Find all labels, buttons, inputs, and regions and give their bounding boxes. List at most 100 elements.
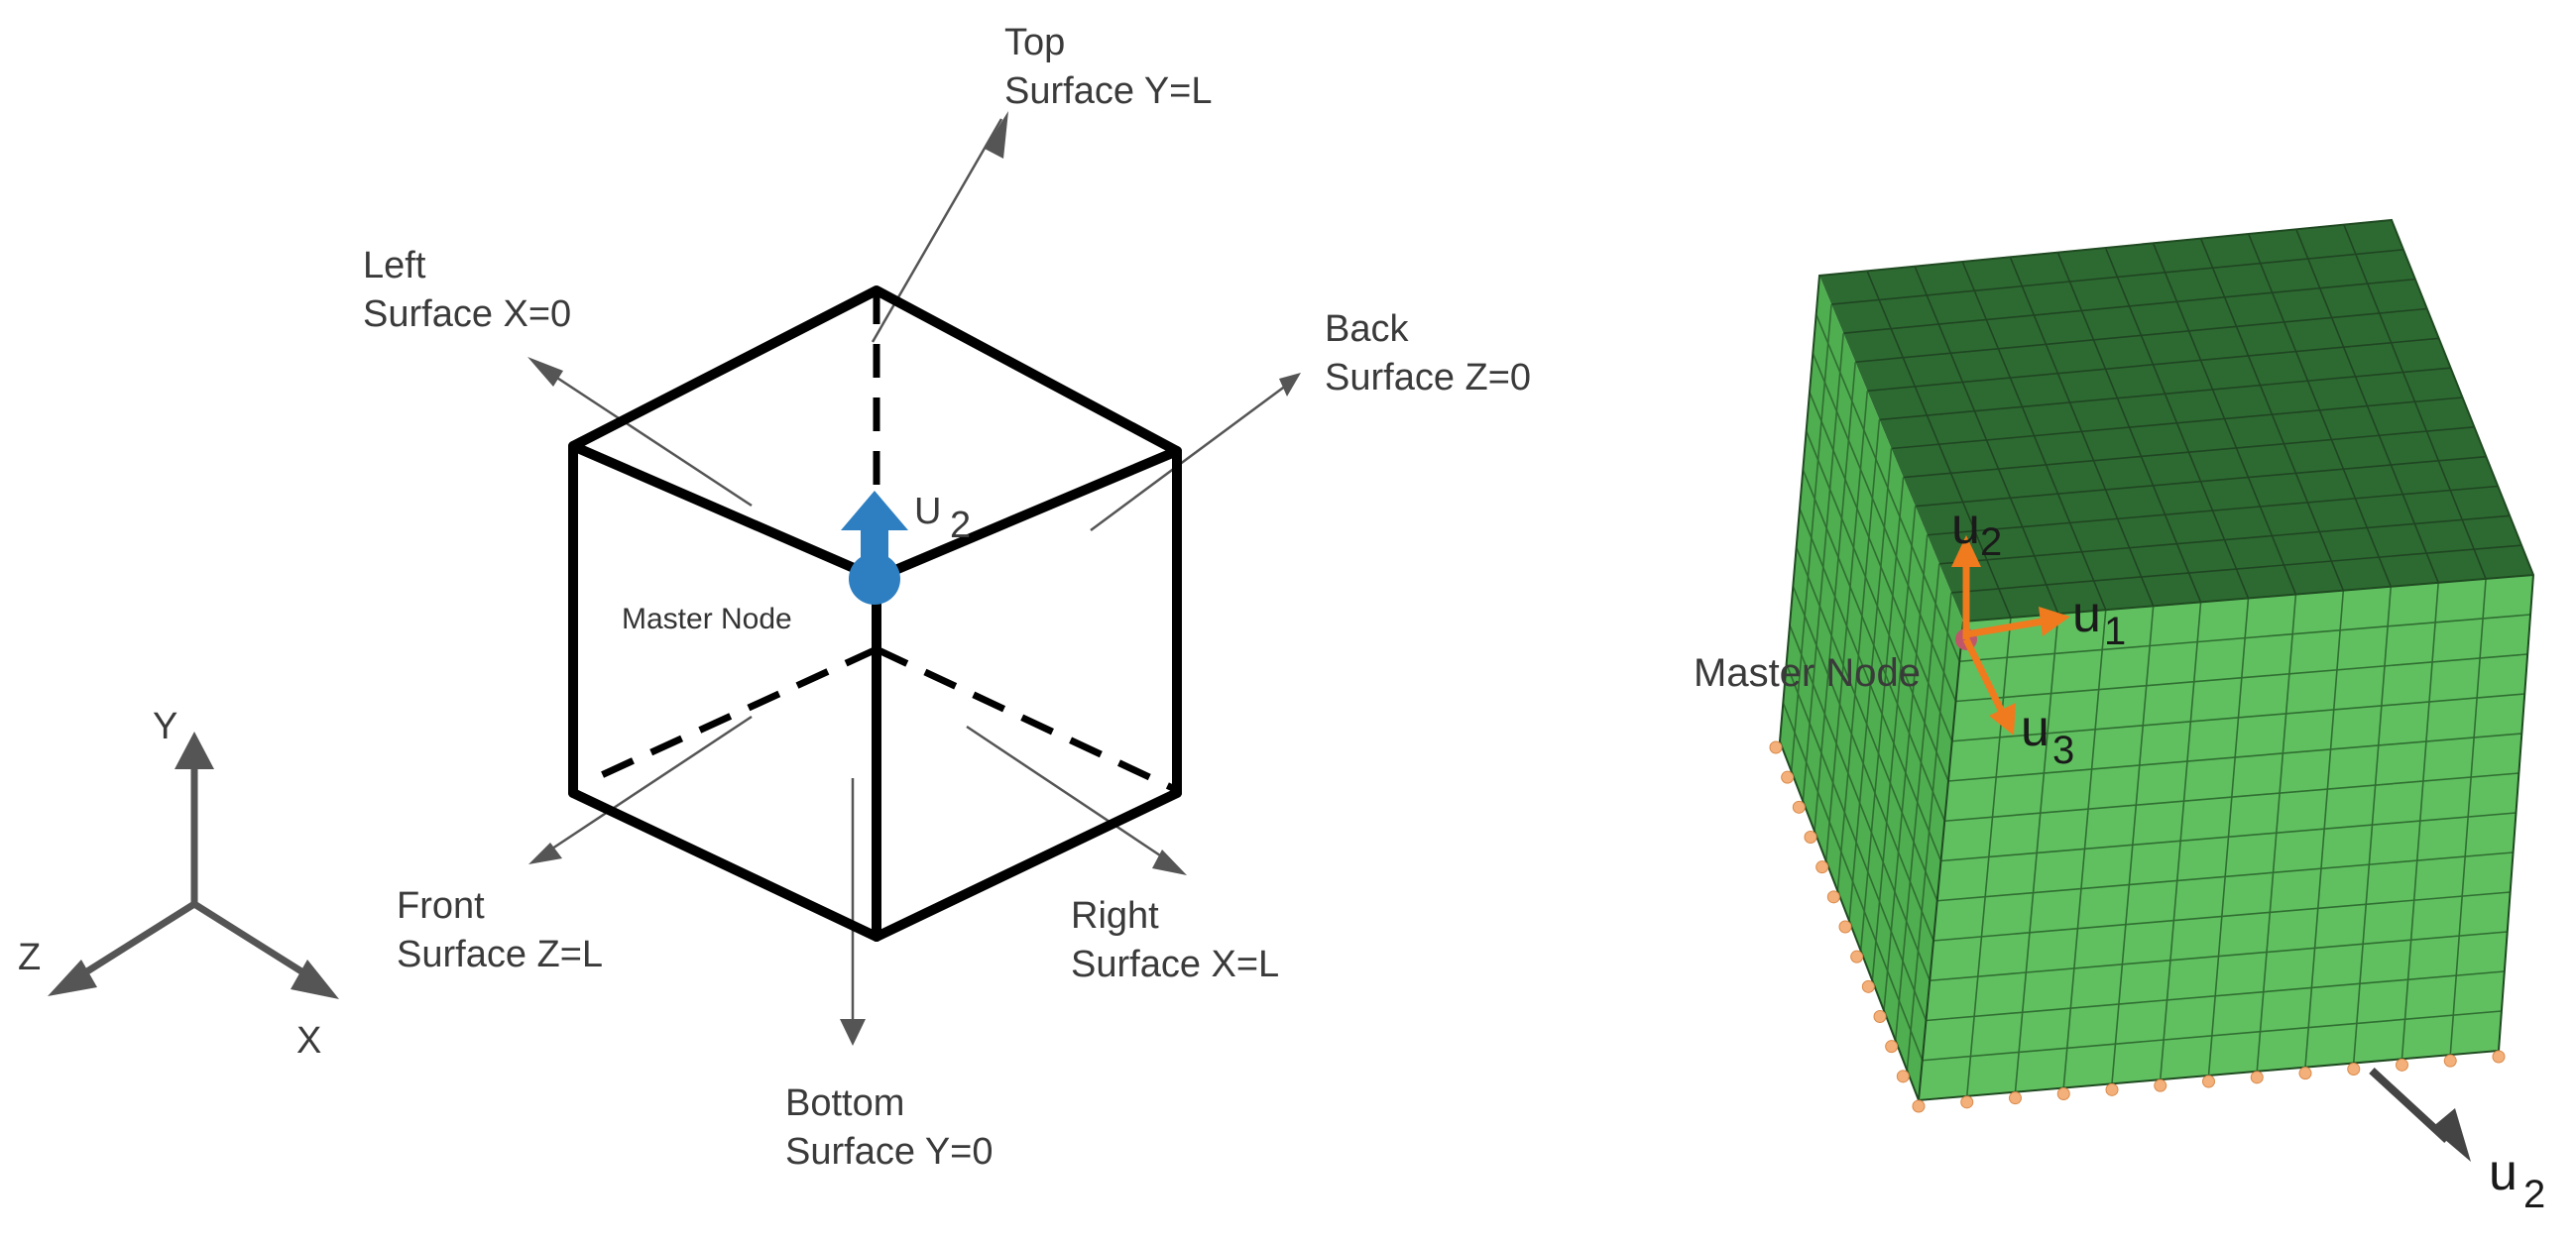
mesh-grid-lines xyxy=(1782,224,2531,1096)
master-node-marker xyxy=(841,491,908,605)
constraint-marker xyxy=(1896,1070,1910,1083)
mesh-line xyxy=(1789,624,1931,981)
top-surface-sublabel: Surface Y=L xyxy=(1004,70,1213,112)
x-axis-label: X xyxy=(296,1020,321,1062)
mesh-line xyxy=(1855,307,2427,364)
y-axis-label: Y xyxy=(153,706,177,747)
u2-arrow-head xyxy=(841,491,908,530)
left-diagram: U 2 Master Node Top Surface Y=L Left Sur… xyxy=(18,22,1531,1173)
u1-dof-arrow xyxy=(1965,618,2044,638)
constraint-marker xyxy=(1885,1040,1899,1054)
left-surface-label: Left xyxy=(363,245,426,286)
mesh-line xyxy=(1944,772,2519,823)
constraint-marker xyxy=(1781,770,1795,784)
left-surface-sublabel: Surface X=0 xyxy=(363,293,571,335)
constraint-marker xyxy=(2154,1078,2167,1092)
u2-arrow-shaft xyxy=(861,525,888,575)
u3-dof-arrow xyxy=(1962,637,2009,720)
dof-u2-sub: 2 xyxy=(1980,520,2002,564)
mesh-line xyxy=(1879,367,2451,421)
surface-normal-arrows xyxy=(527,111,1301,1046)
u2-label-sub: 2 xyxy=(950,505,971,546)
mesh-line xyxy=(1805,430,1949,782)
z-axis-label: Z xyxy=(18,937,41,978)
front-surface-label: Front xyxy=(397,885,485,927)
x-axis-line xyxy=(192,901,319,984)
mesh-line xyxy=(1950,544,2522,594)
constraint-marker xyxy=(2105,1082,2119,1096)
constraint-marker xyxy=(1804,831,1817,844)
mesh-line xyxy=(1926,970,2505,1022)
mesh-line xyxy=(1922,1010,2502,1062)
constraint-marker xyxy=(1850,950,1864,964)
z-axis-head xyxy=(48,960,97,996)
coordinate-axes xyxy=(69,763,319,984)
mesh-line xyxy=(1809,392,1953,742)
mesh-line xyxy=(1940,812,2517,862)
constraint-marker xyxy=(1826,890,1840,904)
mesh-line xyxy=(1792,586,1934,942)
constraint-marker xyxy=(1960,1095,1974,1109)
constraint-marker xyxy=(1861,979,1875,993)
mesh-line xyxy=(1903,426,2475,479)
constraint-marker xyxy=(2250,1071,2264,1084)
mesh-line xyxy=(1802,469,1945,822)
back-surface-sublabel: Surface Z=0 xyxy=(1325,357,1531,398)
top-surface-label: Top xyxy=(1004,22,1065,63)
mesh-line xyxy=(1799,508,1942,861)
front-surface-sublabel: Surface Z=L xyxy=(397,934,603,975)
mesh-line xyxy=(1867,337,2439,393)
left-normal-arrow xyxy=(539,365,753,508)
right-normal-arrow xyxy=(966,725,1176,867)
mesh-line xyxy=(1782,702,1924,1062)
back-normal-arrow xyxy=(1090,378,1295,532)
mesh-line xyxy=(1927,485,2499,536)
mesh-line xyxy=(1843,278,2415,334)
constraint-marker xyxy=(2009,1091,2022,1105)
right-diagram: u 2 u 1 u 3 Master Node u 2 xyxy=(1694,218,2545,1216)
constraint-marker xyxy=(1912,1099,1926,1113)
u2-label: U xyxy=(914,491,941,532)
back-surface-label: Back xyxy=(1325,308,1409,350)
right-surface-label: Right xyxy=(1071,895,1159,937)
top-normal-arrow xyxy=(871,118,1003,343)
constraint-marker xyxy=(2202,1075,2215,1088)
front-normal-arrow xyxy=(539,715,753,858)
dof-u3-label: u xyxy=(2021,700,2049,757)
x-axis-head xyxy=(291,960,339,999)
u3-dof-head xyxy=(1989,703,2016,736)
dof-u1-label: u xyxy=(2072,586,2101,643)
mesh-line xyxy=(1831,249,2403,305)
mesh-line xyxy=(1938,514,2511,565)
mesh-line xyxy=(1951,693,2525,742)
constraint-marker xyxy=(2443,1054,2457,1068)
dof-arrows xyxy=(1962,563,2044,720)
mesh-line xyxy=(1936,851,2514,902)
dof-u2-label: u xyxy=(1951,498,1980,555)
applied-u2-sub: 2 xyxy=(2523,1173,2545,1216)
z-axis-line xyxy=(69,901,196,984)
mesh-line xyxy=(1955,653,2528,703)
u1-dof-head xyxy=(2039,607,2070,636)
mesh-line xyxy=(1959,614,2531,663)
dof-u3-sub: 3 xyxy=(2052,729,2074,772)
mesh-line xyxy=(1795,546,1938,902)
y-axis-head xyxy=(175,732,214,769)
boundary-constraints xyxy=(1769,740,2506,1113)
constraint-marker xyxy=(2396,1058,2408,1072)
bottom-surface-label: Bottom xyxy=(785,1082,904,1124)
bottom-surface-sublabel: Surface Y=0 xyxy=(785,1131,994,1173)
mesh-line xyxy=(1812,353,1957,702)
mesh-line xyxy=(1932,891,2511,942)
cube-hidden-edges xyxy=(593,290,1179,794)
constraint-marker xyxy=(2298,1067,2312,1080)
constraint-marker xyxy=(1873,1010,1887,1023)
right-master-node-label: Master Node xyxy=(1694,651,1921,695)
dof-u1-sub: 1 xyxy=(2104,610,2126,653)
constraint-marker xyxy=(2347,1063,2361,1076)
mesh-line xyxy=(1785,663,1928,1021)
mesh-line xyxy=(1947,733,2522,782)
mesh-line xyxy=(1891,397,2463,450)
